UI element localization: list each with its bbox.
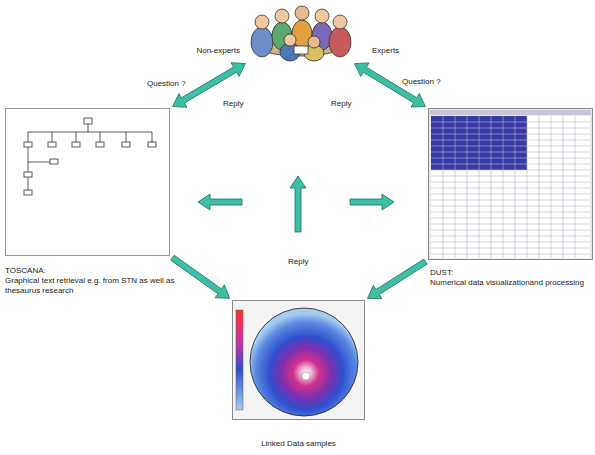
caption-box: Graphical text retrieval e.g. from STN a… — [5, 276, 177, 296]
edge-label: Question ? — [146, 79, 187, 89]
people-group: Non-expertsExperts — [248, 2, 352, 62]
dust-screenshot — [429, 109, 593, 260]
caption-box: Linked Data samples — [212, 439, 385, 449]
caption-box: Non-experts — [156, 46, 240, 56]
caption-text: DUST: — [430, 268, 593, 278]
polar-plot-screenshot — [233, 301, 365, 420]
caption-text: Graphical text retrieval e.g. from STN a… — [5, 276, 177, 296]
toscana-panel: TOSCANA:Graphical text retrieval e.g. fr… — [5, 108, 170, 256]
reply-label: Reply — [330, 99, 352, 109]
caption-text: Numerical data visualizationand processi… — [430, 278, 593, 288]
people-clipart — [251, 6, 351, 61]
reply-arrows — [198, 176, 394, 232]
flow-arrow — [368, 259, 428, 299]
audience-label: Non-experts — [156, 46, 240, 56]
edge-label: Question ? — [401, 77, 442, 87]
right-arrow — [350, 194, 394, 210]
left-arrow — [198, 194, 242, 210]
audience-label: Experts — [372, 46, 442, 56]
caption-box: TOSCANA: — [5, 266, 177, 276]
flow-arrow — [171, 255, 230, 298]
toscana-screenshot — [6, 109, 170, 256]
linked-data-panel: Linked Data samples — [232, 300, 365, 420]
up-arrow — [290, 176, 306, 232]
reply-label: Reply — [287, 257, 309, 267]
caption-box: Numerical data visualizationand processi… — [430, 278, 593, 288]
dust-panel: DUST:Numerical data visualizationand pro… — [428, 108, 593, 260]
caption-box: Experts — [372, 46, 442, 56]
caption-text: Linked Data samples — [212, 439, 385, 449]
caption-text: TOSCANA: — [5, 266, 177, 276]
reply-label: Reply — [222, 99, 244, 109]
caption-box: DUST: — [430, 268, 593, 278]
